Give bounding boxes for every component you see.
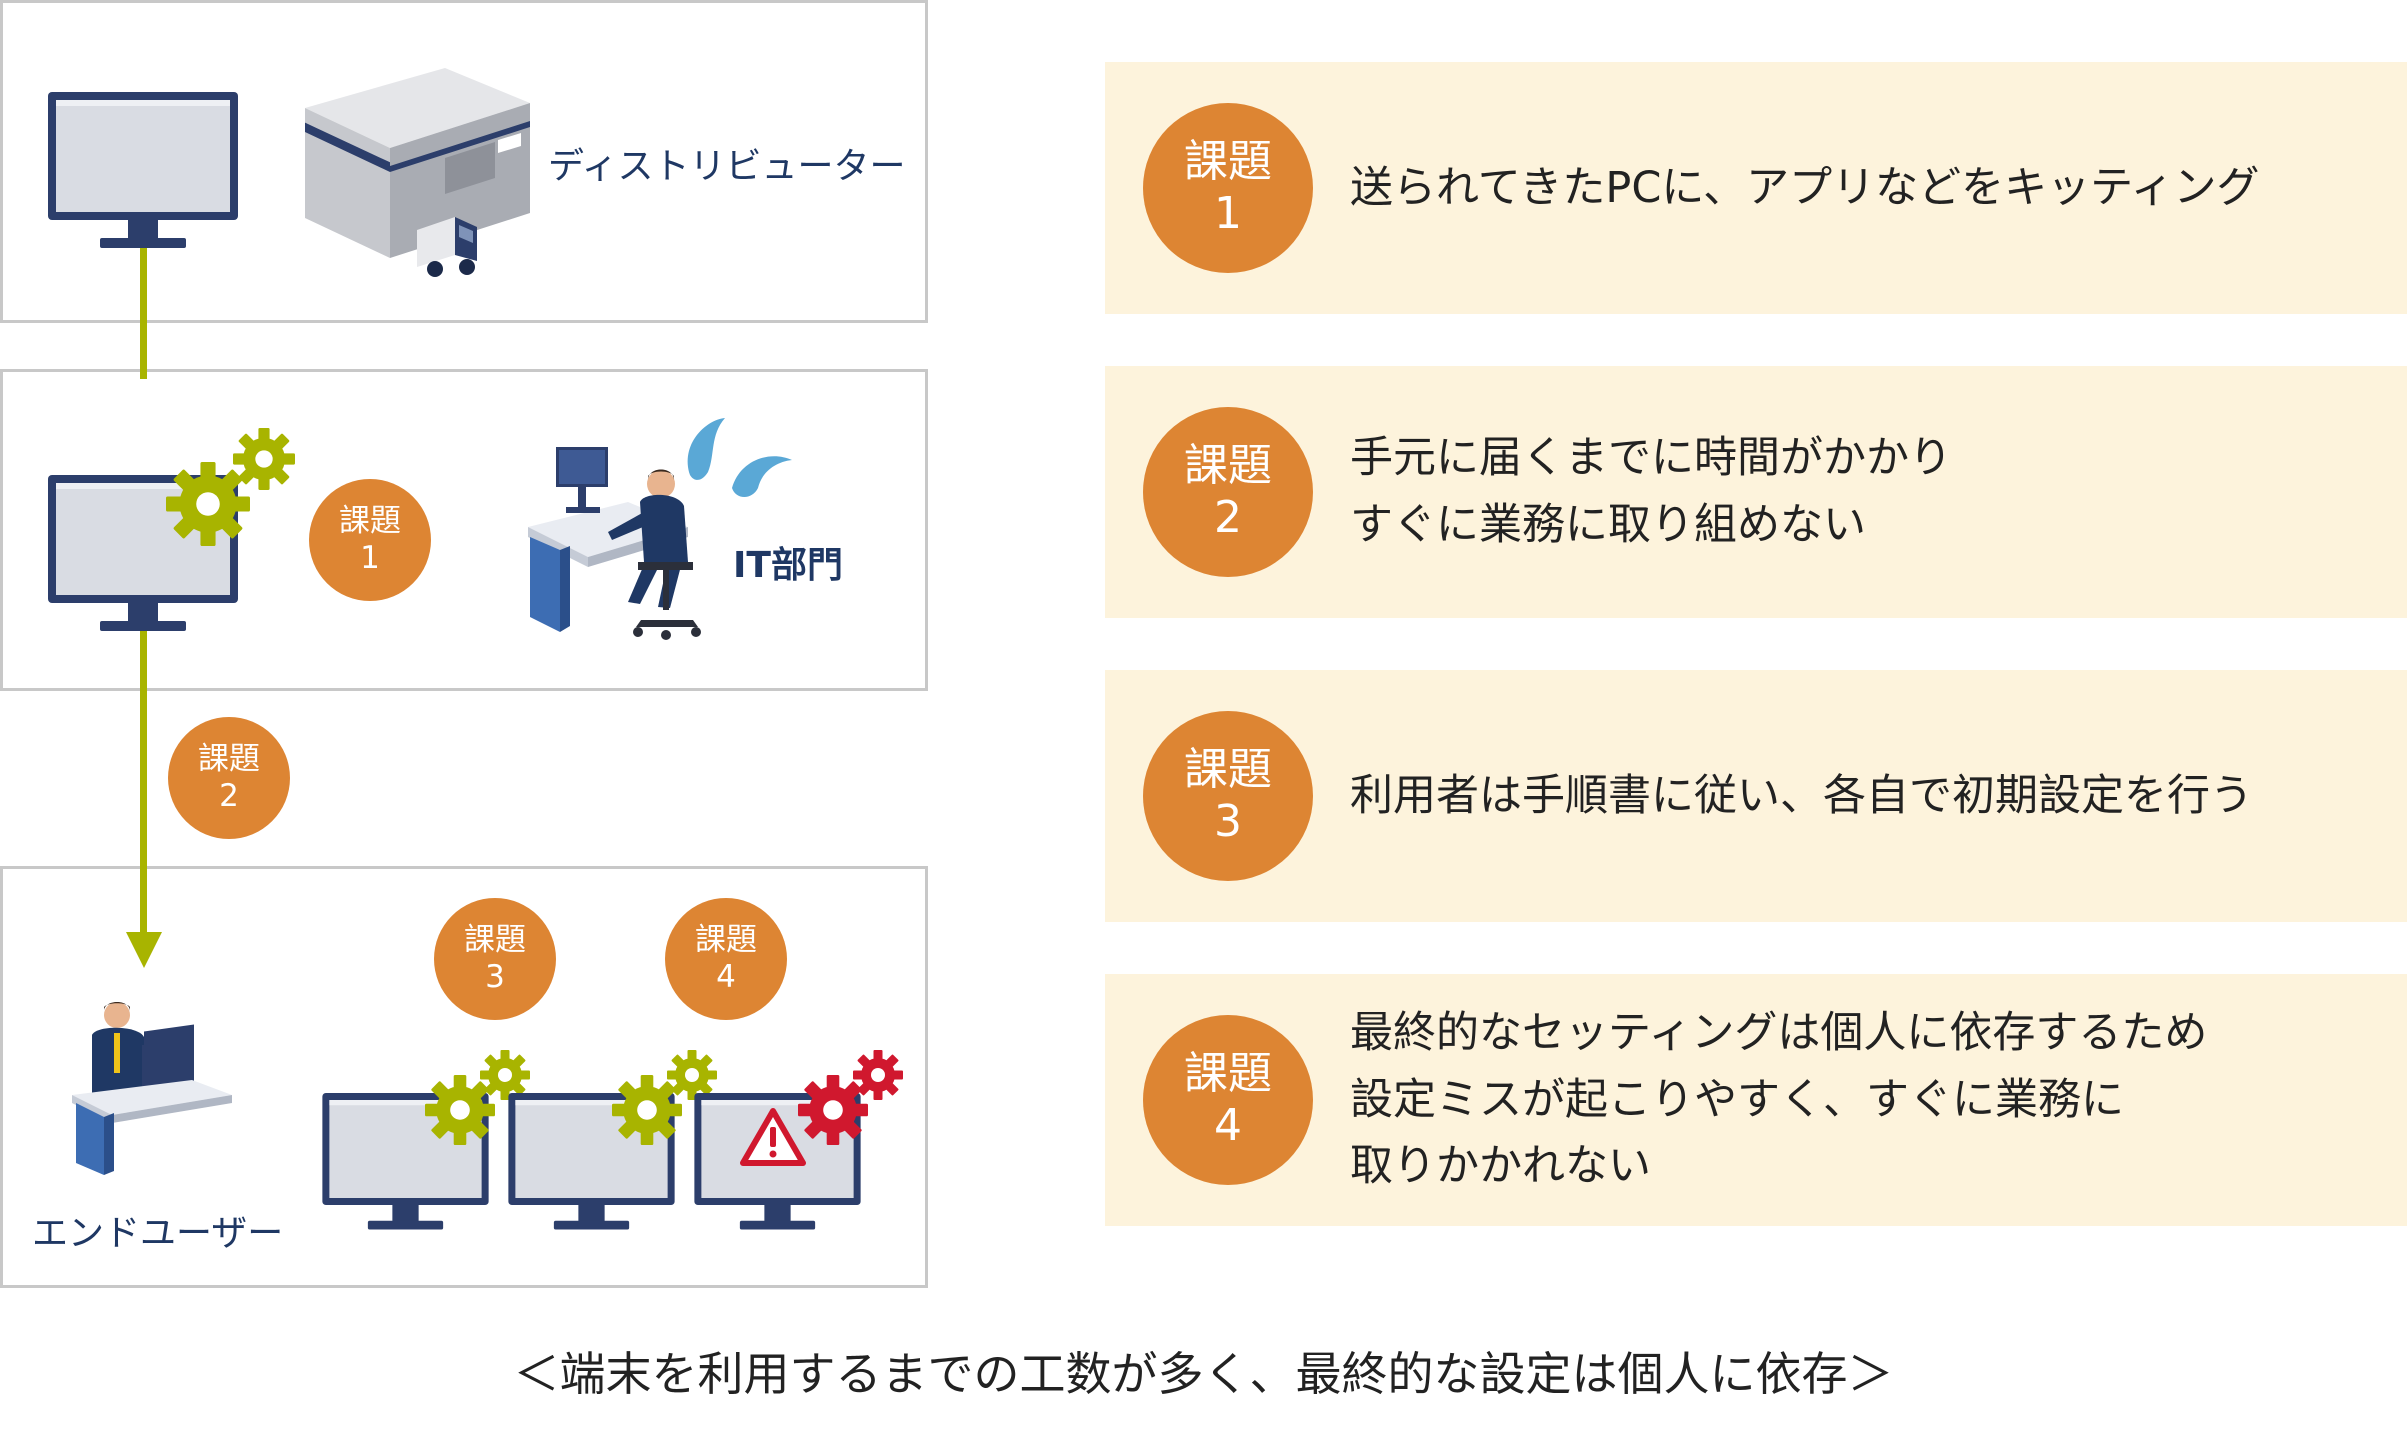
issue-badge-4: 課題 4 (665, 898, 787, 1020)
issue-card-line: 手元に届くまでに時間がかかり (1350, 433, 1952, 484)
end-user-label: エンドユーザー (32, 1213, 284, 1254)
flow-line-segment (140, 620, 147, 936)
issue-card-text: 手元に届くまでに時間がかかり すぐに業務に取り組めない (1350, 366, 1952, 618)
badge-number: 3 (1214, 796, 1242, 847)
monitor-icon (48, 92, 238, 252)
issue-badge-3: 課題 3 (434, 898, 556, 1020)
issue-badge-2: 課題 2 (168, 717, 290, 839)
issue-card-3: 課題 3 利用者は手順書に従い、各自で初期設定を行う (1105, 670, 2407, 922)
issue-card-text: 最終的なセッティングは個人に依存するため 設定ミスが起こりやすく、すぐに業務に … (1350, 974, 2207, 1226)
distributor-label: ディストリビューター (548, 146, 906, 187)
badge-word: 課題 (695, 922, 757, 959)
issue-card-1: 課題 1 送られてきたPCに、アプリなどをキッティング (1105, 62, 2407, 314)
issue-card-badge: 課題 1 (1143, 103, 1313, 273)
issue-card-line: 設定ミスが起こりやすく、すぐに業務に (1350, 1074, 2124, 1125)
badge-word: 課題 (1184, 136, 1272, 188)
badge-word: 課題 (1184, 440, 1272, 492)
flow-line-segment (140, 245, 147, 379)
it-department-label: IT部門 (733, 545, 843, 586)
badge-word: 課題 (1184, 744, 1272, 796)
warehouse-icon (305, 68, 530, 258)
badge-word: 課題 (198, 741, 260, 778)
issue-card-line: すぐに業務に取り組めない (1350, 500, 1866, 550)
badge-number: 4 (1214, 1100, 1242, 1151)
issue-card-badge: 課題 3 (1143, 711, 1313, 881)
issue-card-line: 取りかかれない (1350, 1141, 1651, 1192)
badge-number: 3 (485, 959, 505, 995)
issue-card-4: 課題 4 最終的なセッティングは個人に依存するため 設定ミスが起こりやすく、すぐ… (1105, 974, 2407, 1226)
badge-number: 1 (1214, 188, 1242, 239)
issue-card-line: 最終的なセッティングは個人に依存するため (1350, 1008, 2208, 1059)
water-splash-icon (687, 418, 792, 497)
gear-icon (853, 1050, 903, 1100)
issue-card-line: 送られてきたPCに、アプリなどをキッティング (1350, 162, 2260, 213)
badge-word: 課題 (464, 922, 526, 959)
badge-word: 課題 (1184, 1048, 1272, 1100)
issue-badge-1: 課題 1 (309, 479, 431, 601)
badge-number: 2 (1214, 492, 1242, 543)
badge-word: 課題 (339, 503, 401, 540)
warning-icon (740, 1108, 806, 1166)
flow-arrow-head (126, 932, 162, 968)
diagram-caption: ＜端末を利用するまでの工数が多く、最終的な設定は個人に依存＞ (513, 1347, 1894, 1401)
issue-card-text: 利用者は手順書に従い、各自で初期設定を行う (1350, 670, 2253, 922)
badge-number: 4 (716, 959, 736, 995)
worker-at-desk-icon (528, 447, 701, 640)
issue-card-line: 利用者は手順書に従い、各自で初期設定を行う (1350, 770, 2253, 821)
issue-card-2: 課題 2 手元に届くまでに時間がかかり すぐに業務に取り組めない (1105, 366, 2407, 618)
issue-card-badge: 課題 2 (1143, 407, 1313, 577)
issue-card-badge: 課題 4 (1143, 1015, 1313, 1185)
badge-number: 1 (360, 540, 380, 576)
truck-icon (417, 217, 477, 277)
issue-card-text: 送られてきたPCに、アプリなどをキッティング (1350, 62, 2260, 314)
badge-number: 2 (219, 778, 239, 814)
gear-icon (233, 428, 295, 490)
worker-at-desk-icon (72, 1002, 232, 1175)
